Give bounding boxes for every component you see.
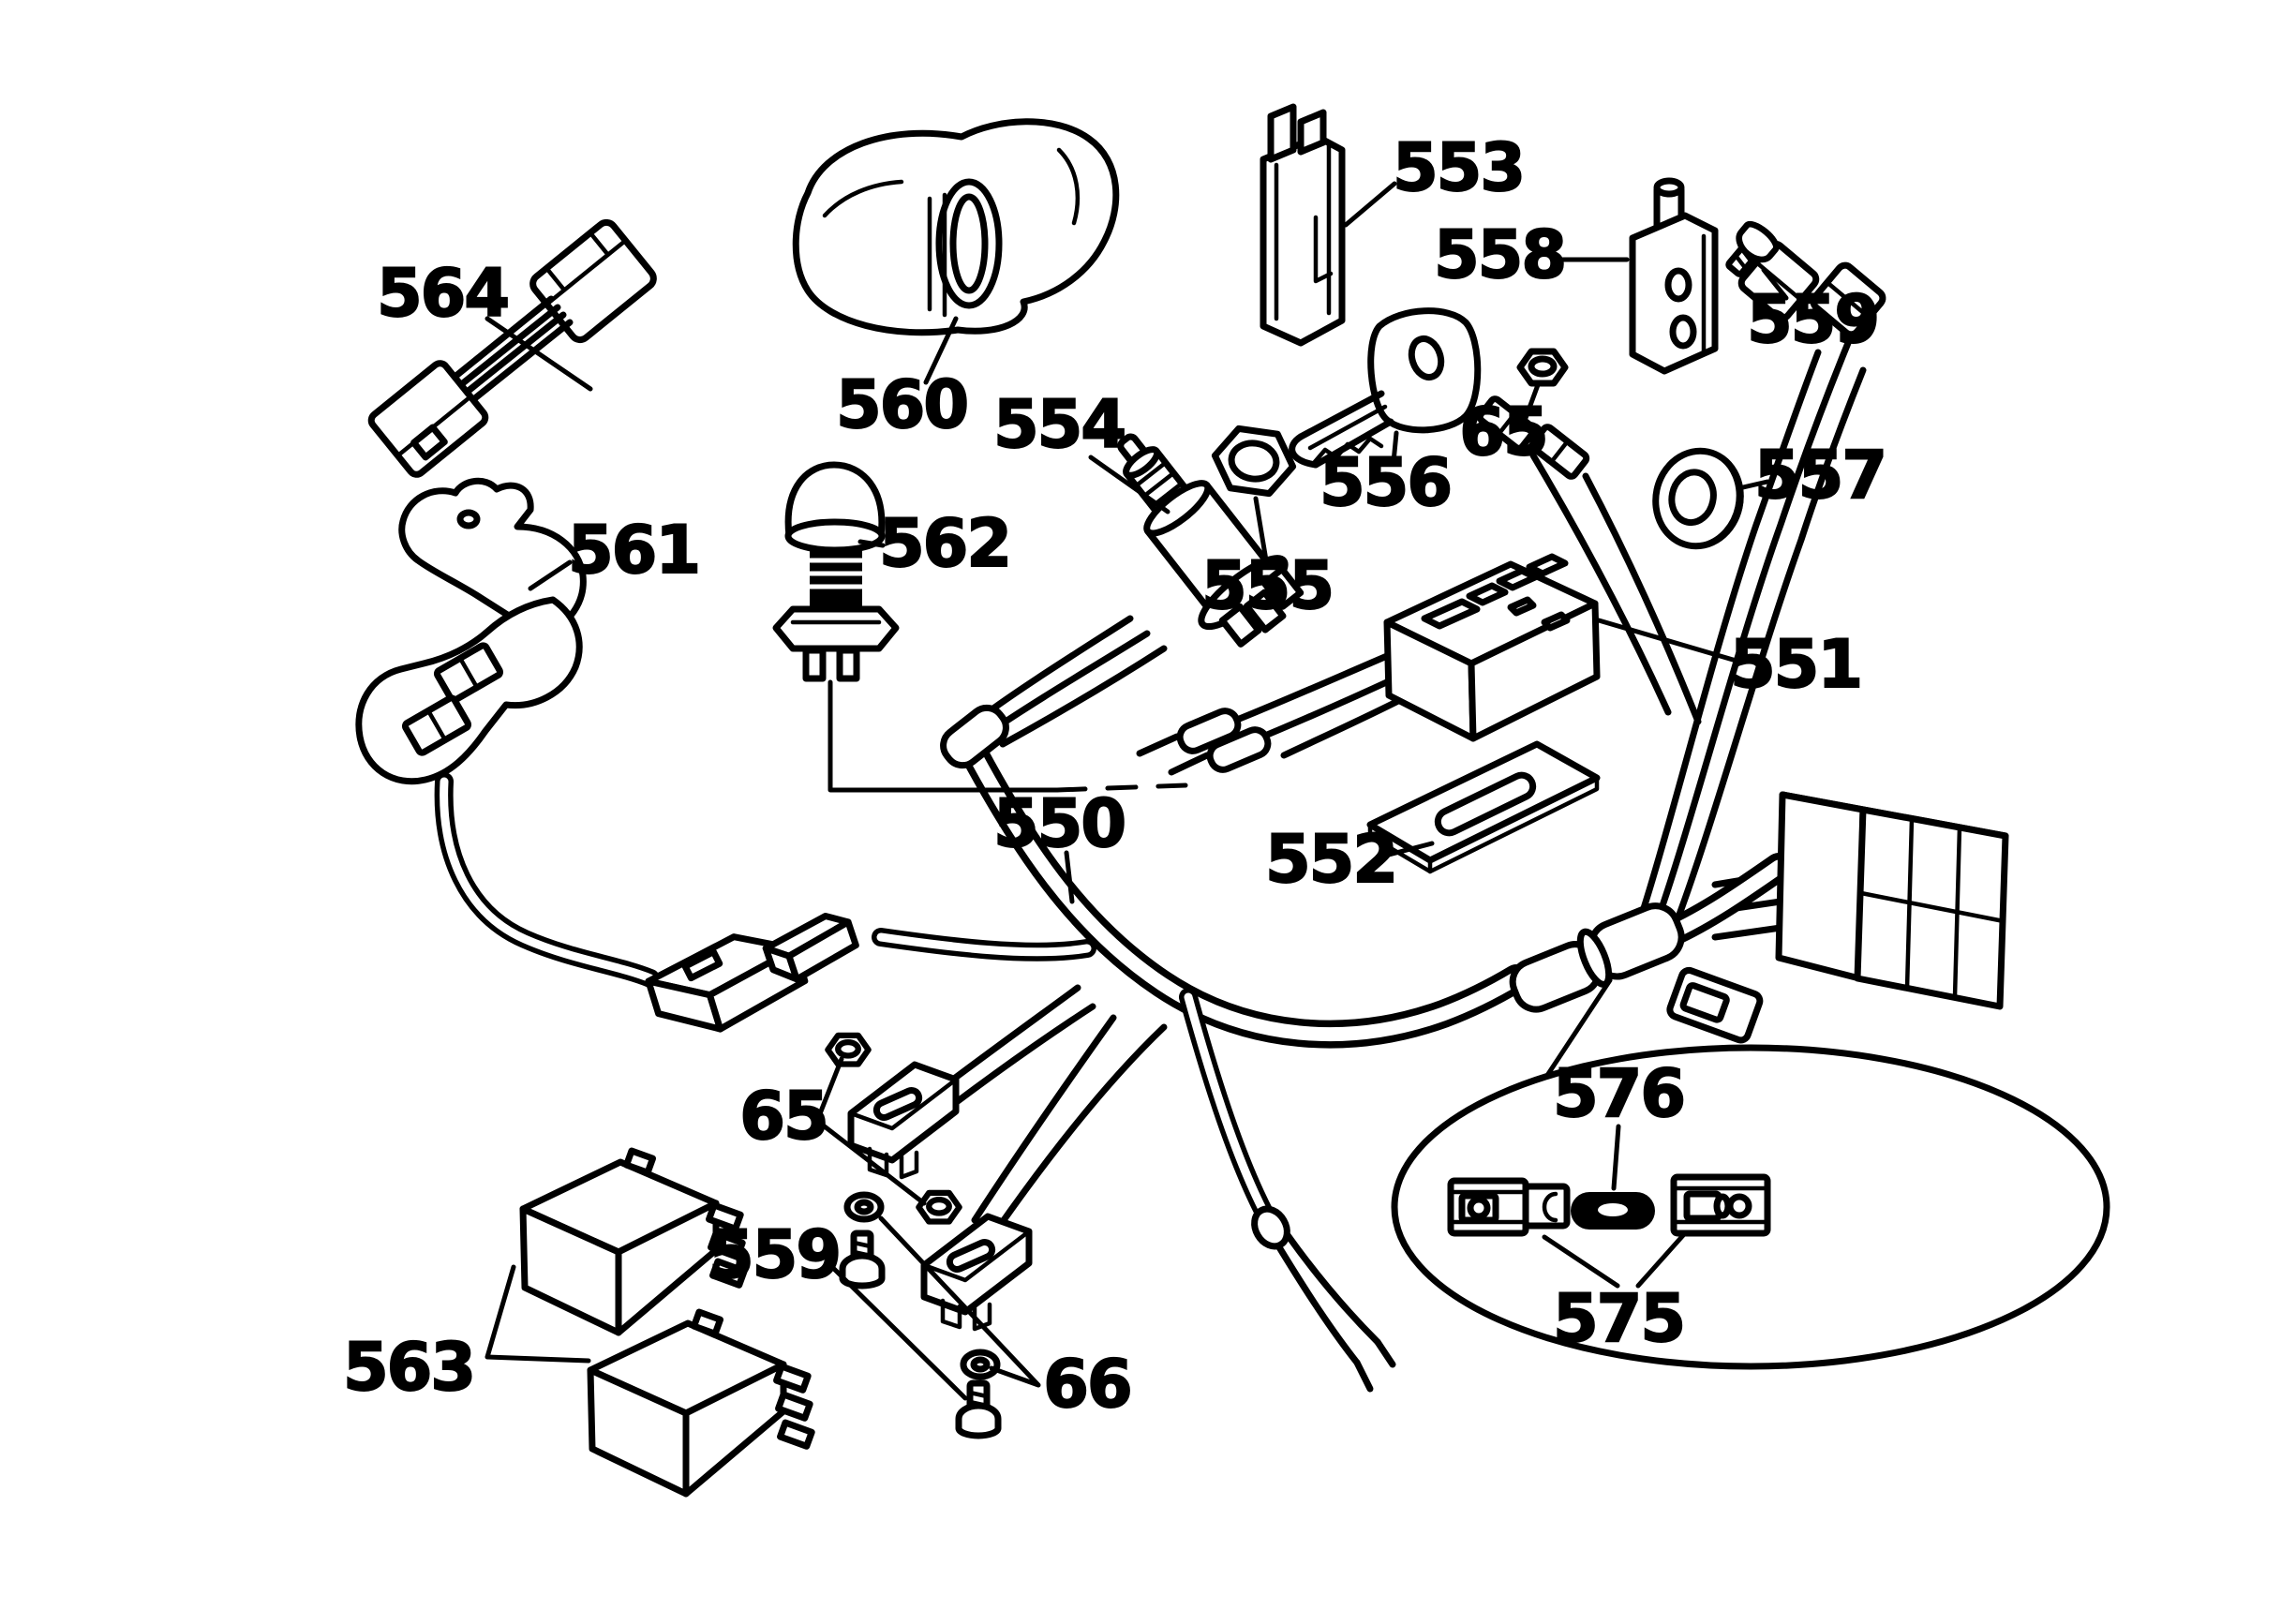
leader-575	[1542, 1234, 1620, 1289]
part-label-66: 66	[1043, 1346, 1130, 1423]
part-label-563: 563	[343, 1329, 474, 1406]
part-label-557: 557	[1754, 437, 1886, 514]
part-label-575: 575	[1553, 1280, 1684, 1357]
leader-564	[485, 316, 593, 392]
washer-66-b	[963, 1352, 997, 1377]
leader-551	[1596, 618, 1742, 664]
leader-562-connection	[827, 679, 1060, 793]
fuse-detail-view	[1391, 1044, 2110, 1370]
hex-nut-65-top	[1520, 351, 1565, 383]
pigtail-boot-b	[1206, 726, 1272, 773]
part-label-562: 562	[879, 505, 1010, 582]
part-label-554: 554	[993, 386, 1125, 463]
jumper-cable-564	[367, 218, 657, 478]
part-label-559-top: 559	[1747, 281, 1878, 358]
leader-560	[923, 316, 959, 385]
clip-bracket-b	[924, 1216, 1029, 1329]
washer-66-a	[847, 1195, 881, 1219]
leader-563	[485, 1264, 591, 1364]
harness-sheath	[940, 704, 1009, 769]
leader-562-connection	[1054, 783, 1188, 793]
cover-bracket-553	[1260, 103, 1346, 347]
strap-560	[792, 118, 1120, 336]
branch-connector-a	[1737, 240, 1820, 322]
leader-575	[1635, 1230, 1688, 1289]
mounting-plate-552	[1366, 740, 1601, 874]
leader-554	[1088, 455, 1170, 514]
part-label-65-top: 65	[1459, 394, 1546, 470]
part-label-556: 556	[1319, 444, 1451, 521]
push-button-562	[772, 461, 900, 682]
part-label-553: 553	[1393, 129, 1524, 206]
leader-65-top	[1523, 380, 1542, 421]
grommet-557	[1652, 447, 1744, 550]
plunger-switch-558	[1629, 177, 1719, 375]
part-label-550: 550	[993, 785, 1125, 862]
part-label-564: 564	[377, 255, 508, 332]
hex-nut-65-b	[918, 1193, 959, 1222]
leader-lines	[485, 181, 1789, 1401]
part-label-558: 558	[1434, 216, 1565, 293]
relay-563-b	[590, 1312, 812, 1494]
wire-harness-550	[872, 240, 2009, 1393]
ignition-key-556	[1289, 307, 1482, 469]
hex-nut-65-a	[827, 1036, 868, 1065]
connector-female	[762, 913, 859, 983]
sheath-ring	[1251, 1205, 1290, 1250]
leader-552	[1386, 841, 1435, 857]
inline-fuse-holder	[1509, 902, 1685, 1013]
leader-65-mid	[814, 1056, 927, 1206]
screw-559-a	[842, 1233, 882, 1286]
part-label-559-bottom: 559	[708, 1216, 840, 1293]
leader-559-bottom	[829, 1264, 968, 1401]
part-label-576: 576	[1553, 1055, 1684, 1132]
connector-tab	[1666, 966, 1764, 1044]
leader-561	[528, 559, 573, 591]
part-label-555: 555	[1201, 547, 1333, 624]
ignition-switch-554	[1117, 433, 1305, 648]
screw-559-b	[959, 1383, 998, 1436]
part-label-551: 551	[1730, 626, 1861, 703]
leader-555	[1253, 496, 1270, 569]
leader-detail-view	[1545, 977, 1613, 1077]
fuse-576	[1571, 1192, 1655, 1230]
interlock-module-551	[1383, 553, 1601, 742]
part-label-560: 560	[836, 366, 967, 443]
leader-550	[1064, 850, 1075, 904]
leader-562	[857, 539, 886, 548]
leader-557	[1740, 479, 1770, 490]
spade-terminal-b	[1528, 424, 1590, 480]
leader-576	[1611, 1124, 1621, 1191]
part-label-561: 561	[568, 512, 699, 589]
main-connector	[1775, 791, 2009, 1010]
leader-553	[1343, 181, 1397, 228]
fuse-holder-575-right	[1670, 1173, 1771, 1237]
part-labels: 5645605535585595545566555756255556155155…	[342, 128, 1888, 1424]
part-label-552: 552	[1265, 821, 1396, 898]
leader-559-top	[1761, 267, 1789, 301]
branch-connector-b	[1810, 261, 1886, 338]
fuse-holder-575-left	[1447, 1177, 1571, 1237]
hex-nut-555	[1211, 425, 1297, 498]
part-label-65-mid: 65	[739, 1078, 827, 1155]
leader-66	[878, 1215, 1041, 1388]
leader-556	[1391, 430, 1399, 465]
spade-terminal-a	[1476, 395, 1538, 452]
control-housing-561	[355, 477, 859, 1033]
